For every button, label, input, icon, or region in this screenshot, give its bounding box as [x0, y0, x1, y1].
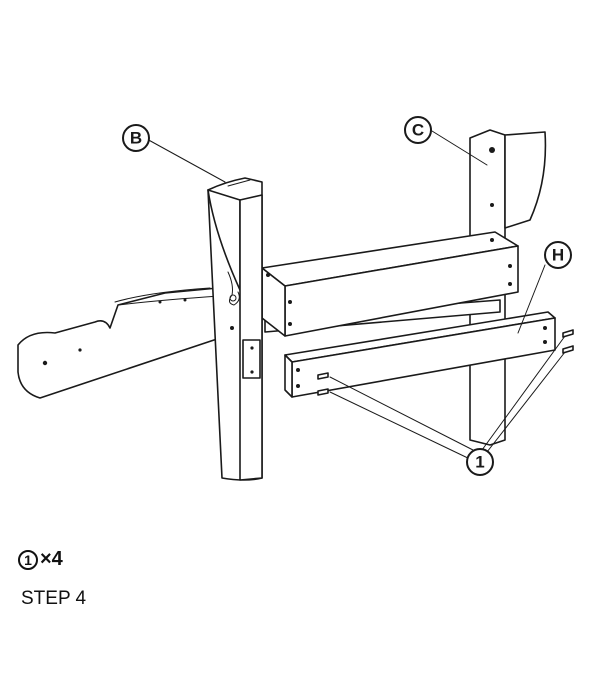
callout-c-label: C: [412, 121, 424, 140]
part-h-board: [284, 311, 556, 398]
front-left-post: [207, 177, 263, 481]
callout-b: B: [122, 124, 150, 152]
step-label: STEP 4: [21, 588, 87, 609]
callout-fastener: 1: [466, 448, 494, 476]
callout-h-label: H: [552, 246, 564, 265]
callout-c: C: [404, 116, 432, 144]
leader-lines: [144, 130, 566, 461]
callout-fastener-label: 1: [475, 453, 484, 472]
callout-h: H: [544, 241, 572, 269]
fastener-marker: 1: [18, 549, 38, 570]
screws: [317, 329, 574, 396]
left-armrest: [17, 287, 227, 399]
fastener-quantity: 1 ×4: [18, 548, 63, 571]
callout-b-label: B: [130, 129, 142, 148]
quantity-text: ×4: [40, 548, 63, 570]
seat-cross-rail: [261, 231, 519, 337]
